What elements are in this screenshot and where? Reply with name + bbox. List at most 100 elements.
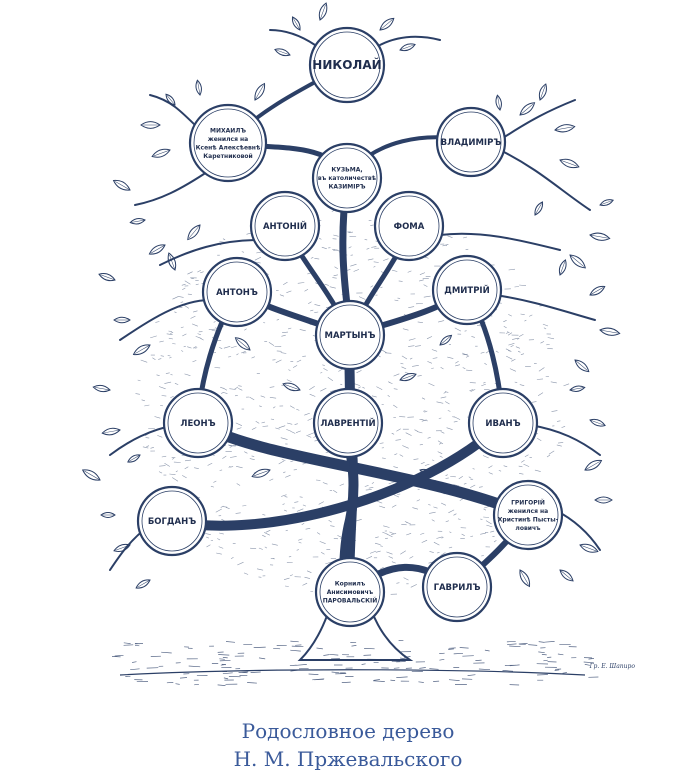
medallion-ring xyxy=(431,254,503,326)
node-nikolai: НИКОЛАЙ xyxy=(308,26,386,104)
node-label: ИВАНЪ xyxy=(485,419,520,429)
leaf xyxy=(148,244,166,255)
leaf xyxy=(98,273,116,282)
node-foma: ФОМА xyxy=(373,190,445,262)
leaf xyxy=(589,285,606,296)
medallion-ring xyxy=(201,256,273,328)
leaf xyxy=(234,337,251,351)
leaf xyxy=(132,344,151,356)
node-label: Каретниковой xyxy=(203,153,252,160)
leaf xyxy=(558,259,567,276)
leaf xyxy=(589,232,611,241)
node-label: ГРИГОРІЙ xyxy=(511,498,545,506)
tree-branch xyxy=(439,232,561,251)
leaf xyxy=(151,148,171,158)
leaf xyxy=(274,48,291,57)
leaf xyxy=(559,569,574,582)
leaf xyxy=(594,496,613,504)
leaf xyxy=(135,579,151,589)
ground-line xyxy=(119,669,586,676)
node-label: ВЛАДИМІРЪ xyxy=(441,138,502,148)
node-label: ЛЕОНЪ xyxy=(180,419,215,429)
leaf xyxy=(129,218,146,225)
node-dmitriy: ДМИТРІЙ xyxy=(431,254,503,326)
medallion-ring xyxy=(188,103,268,183)
node-label: Анисимовичъ xyxy=(327,589,374,596)
medallion-ring xyxy=(311,142,383,214)
tree-branch xyxy=(499,99,576,141)
node-lavrentiy: ЛАВРЕНТІЙ xyxy=(312,387,384,459)
tree-branch xyxy=(529,424,601,456)
node-label: МАРТЫНЪ xyxy=(325,331,376,341)
node-label: МИХАИЛЪ xyxy=(210,127,246,134)
leaf xyxy=(318,2,328,21)
leaf xyxy=(291,16,301,31)
node-label: ДМИТРІЙ xyxy=(444,284,489,296)
leaf xyxy=(100,512,116,518)
leaf xyxy=(589,418,606,427)
medallion-ring xyxy=(249,190,321,262)
medallion-ring xyxy=(308,26,386,104)
medallion-ring xyxy=(373,190,445,262)
medallion-ring xyxy=(435,106,507,178)
node-label: Корнилъ xyxy=(335,581,366,588)
leaf xyxy=(574,359,590,373)
leaf xyxy=(534,201,544,216)
tree-foliage xyxy=(81,2,621,600)
leaf xyxy=(569,254,586,269)
node-gavriil: ГАВРИЛЪ xyxy=(421,551,493,623)
tree-branch xyxy=(379,35,441,46)
medallion-ring xyxy=(162,387,234,459)
leaf xyxy=(167,252,177,271)
engraver-signature: Гр. Е. Шапиро xyxy=(589,663,636,670)
leaf xyxy=(554,124,576,133)
leaf xyxy=(584,459,603,471)
medallion-ring xyxy=(492,479,564,551)
node-label: Христинѣ Пысты- xyxy=(498,516,559,523)
node-ivan: ИВАНЪ xyxy=(467,387,539,459)
node-label: ЛАВРЕНТІЙ xyxy=(320,417,375,429)
medallion-ring xyxy=(314,299,386,371)
leaf xyxy=(101,427,121,436)
leaf xyxy=(113,316,131,324)
tree-branch xyxy=(499,149,591,211)
tree-branch xyxy=(134,169,211,206)
node-vladimir: ВЛАДИМІРЪ xyxy=(435,106,507,178)
node-label: ГАВРИЛЪ xyxy=(434,583,481,593)
node-label: женился на xyxy=(208,136,248,143)
tree-branch xyxy=(167,418,508,531)
leaf xyxy=(379,17,395,31)
node-label: ФОМА xyxy=(394,222,425,232)
leaf xyxy=(519,569,531,588)
node-label: женился на xyxy=(508,508,548,515)
node-label: НИКОЛАЙ xyxy=(312,57,381,72)
leaf xyxy=(187,224,201,241)
tree-branch xyxy=(494,294,596,321)
tree-branch xyxy=(269,29,316,46)
leaf xyxy=(569,385,586,392)
leaf xyxy=(439,334,453,346)
node-label: АНТОНЪ xyxy=(216,288,258,298)
node-anton: АНТОНЪ xyxy=(201,256,273,328)
leaf xyxy=(81,469,101,481)
leaf xyxy=(282,382,301,392)
node-label: КАЗИМІРЪ xyxy=(328,184,365,191)
tree-branch xyxy=(159,239,261,266)
leaf xyxy=(195,79,202,96)
leaf xyxy=(399,373,417,382)
leaf xyxy=(399,43,416,52)
leaf xyxy=(495,94,502,111)
leaf xyxy=(538,83,547,101)
medallion-ring xyxy=(421,551,493,623)
node-label: ПАРОВАЛЬСКІЙ xyxy=(323,597,378,605)
node-label: въ католичествѣ xyxy=(318,175,377,182)
leaf xyxy=(559,158,580,169)
leaf xyxy=(140,121,161,129)
node-martyn: МАРТЫНЪ xyxy=(314,299,386,371)
